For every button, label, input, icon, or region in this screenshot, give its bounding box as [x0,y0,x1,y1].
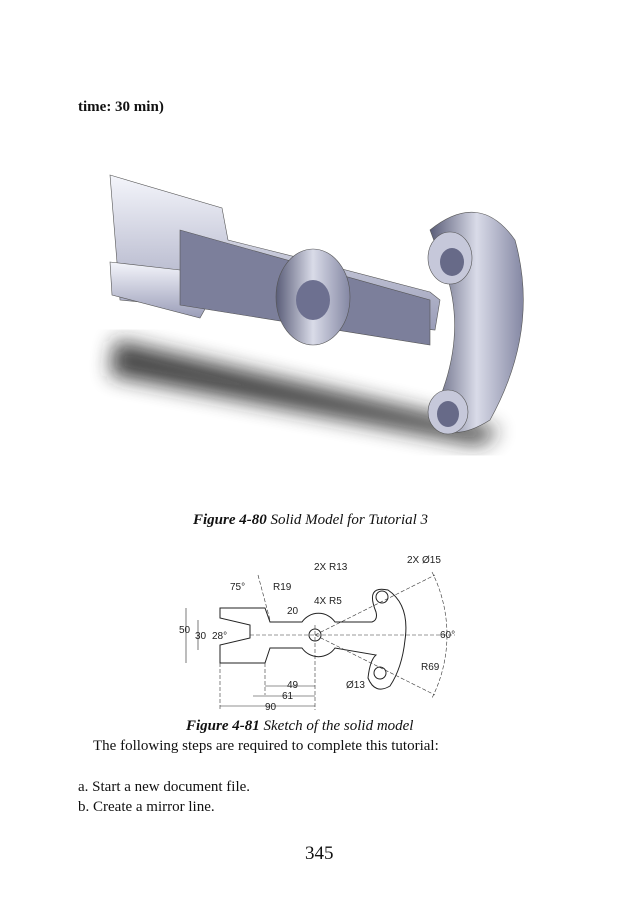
label-61: 61 [282,691,294,702]
label-90: 90 [265,702,277,713]
label-d13: Ø13 [346,680,365,691]
section-heading: time: 30 min) [78,99,164,115]
label-28deg: 28° [212,631,227,642]
step-item: b. Create a mirror line. [78,799,215,815]
label-20: 20 [287,606,299,617]
step-item: a. Start a new document file. [78,779,251,795]
label-r69: R69 [421,662,440,673]
label-2x-r13: 2X R13 [314,562,348,573]
label-4x-r5: 4X R5 [314,596,342,607]
figure-caption-4-81: Figure 4-81 Sketch of the solid model [186,718,414,734]
sketch-outline [219,588,407,690]
page-number: 345 [305,843,334,864]
label-60deg: 60° [440,630,455,641]
label-50: 50 [179,625,191,636]
label-r19: R19 [273,582,292,593]
label-49: 49 [287,680,299,691]
label-75deg: 75° [230,582,245,593]
figure-caption-4-80: Figure 4-80 Solid Model for Tutorial 3 [193,512,429,528]
intro-text: The following steps are required to comp… [93,738,439,754]
label-2x-d15: 2X Ø15 [407,555,441,566]
label-30: 30 [195,631,207,642]
